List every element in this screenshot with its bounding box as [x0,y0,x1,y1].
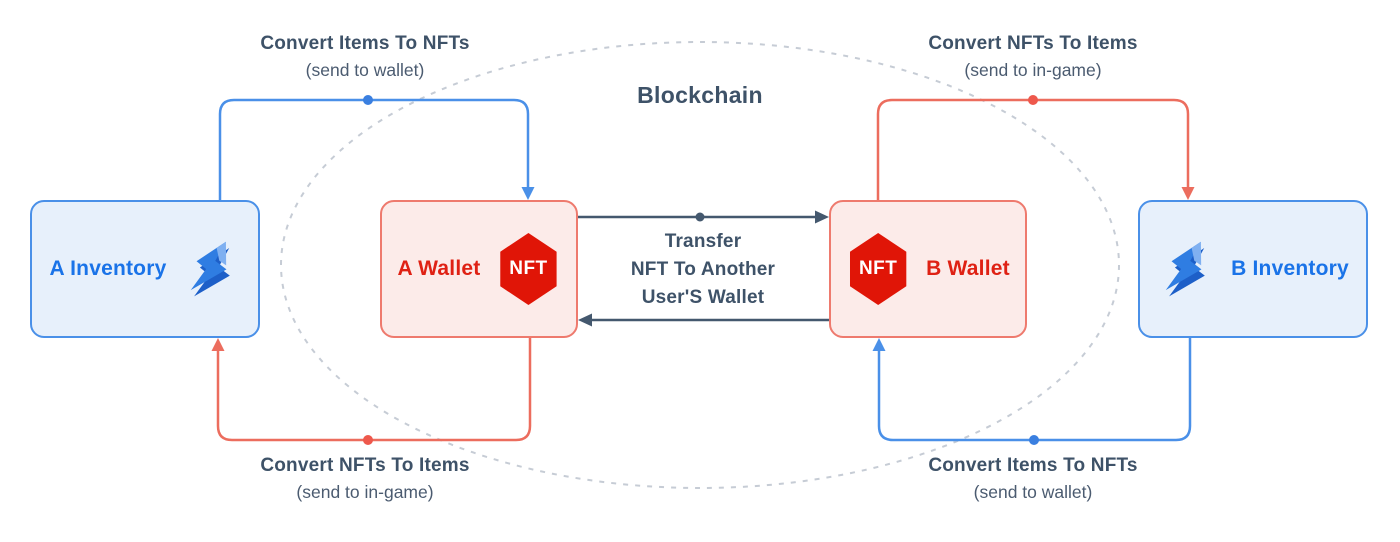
caption-top-left: Convert Items To NFTs (send to wallet) [175,33,555,81]
nft-badge-text: NFT [858,258,898,279]
node-a-wallet: A Wallet NFT [380,200,578,338]
arrow-a-inventory-to-a-wallet [218,95,535,200]
bolt-3d-icon [191,241,231,297]
arrow-b-wallet-to-b-inventory [876,95,1195,200]
transfer-label: Transfer NFT To Another User'S Wallet [563,228,843,312]
arrow-b-inventory-to-b-wallet [872,338,1192,445]
arrow-b-wallet-to-a-wallet [578,313,829,327]
caption-title: Convert Items To NFTs [928,455,1138,476]
caption-subtitle: (send to wallet) [305,60,425,80]
node-a-inventory: A Inventory [30,200,260,338]
bolt-3d-icon [1165,241,1205,297]
blockchain-title: Blockchain [637,82,763,108]
nft-badge-text: NFT [509,258,548,279]
transfer-line3: User'S Wallet [641,287,765,308]
caption-bottom-left: Convert NFTs To Items (send to in-game) [175,455,555,503]
caption-subtitle: (send to in-game) [296,482,434,502]
node-b-wallet: NFT B Wallet [829,200,1027,338]
node-label: B Wallet [926,257,1010,280]
blockchain-ellipse [280,41,1120,489]
caption-title: Convert NFTs To Items [260,455,470,476]
node-label: A Inventory [49,257,167,280]
arrow-a-wallet-to-a-inventory [211,338,532,445]
caption-subtitle: (send to in-game) [964,60,1102,80]
caption-subtitle: (send to wallet) [973,482,1093,502]
caption-title: Convert Items To NFTs [260,33,470,54]
transfer-line1: Transfer [664,231,742,252]
arrow-a-wallet-to-b-wallet [578,210,829,224]
node-label: A Wallet [397,257,481,280]
node-label: B Inventory [1231,257,1349,280]
caption-title: Convert NFTs To Items [928,33,1138,54]
caption-top-right: Convert NFTs To Items (send to in-game) [843,33,1223,81]
nft-hexagon-badge: NFT [500,233,557,305]
node-b-inventory: B Inventory [1138,200,1368,338]
transfer-line2: NFT To Another [630,259,776,280]
caption-bottom-right: Convert Items To NFTs (send to wallet) [843,455,1223,503]
nft-hexagon-badge: NFT [849,233,907,305]
